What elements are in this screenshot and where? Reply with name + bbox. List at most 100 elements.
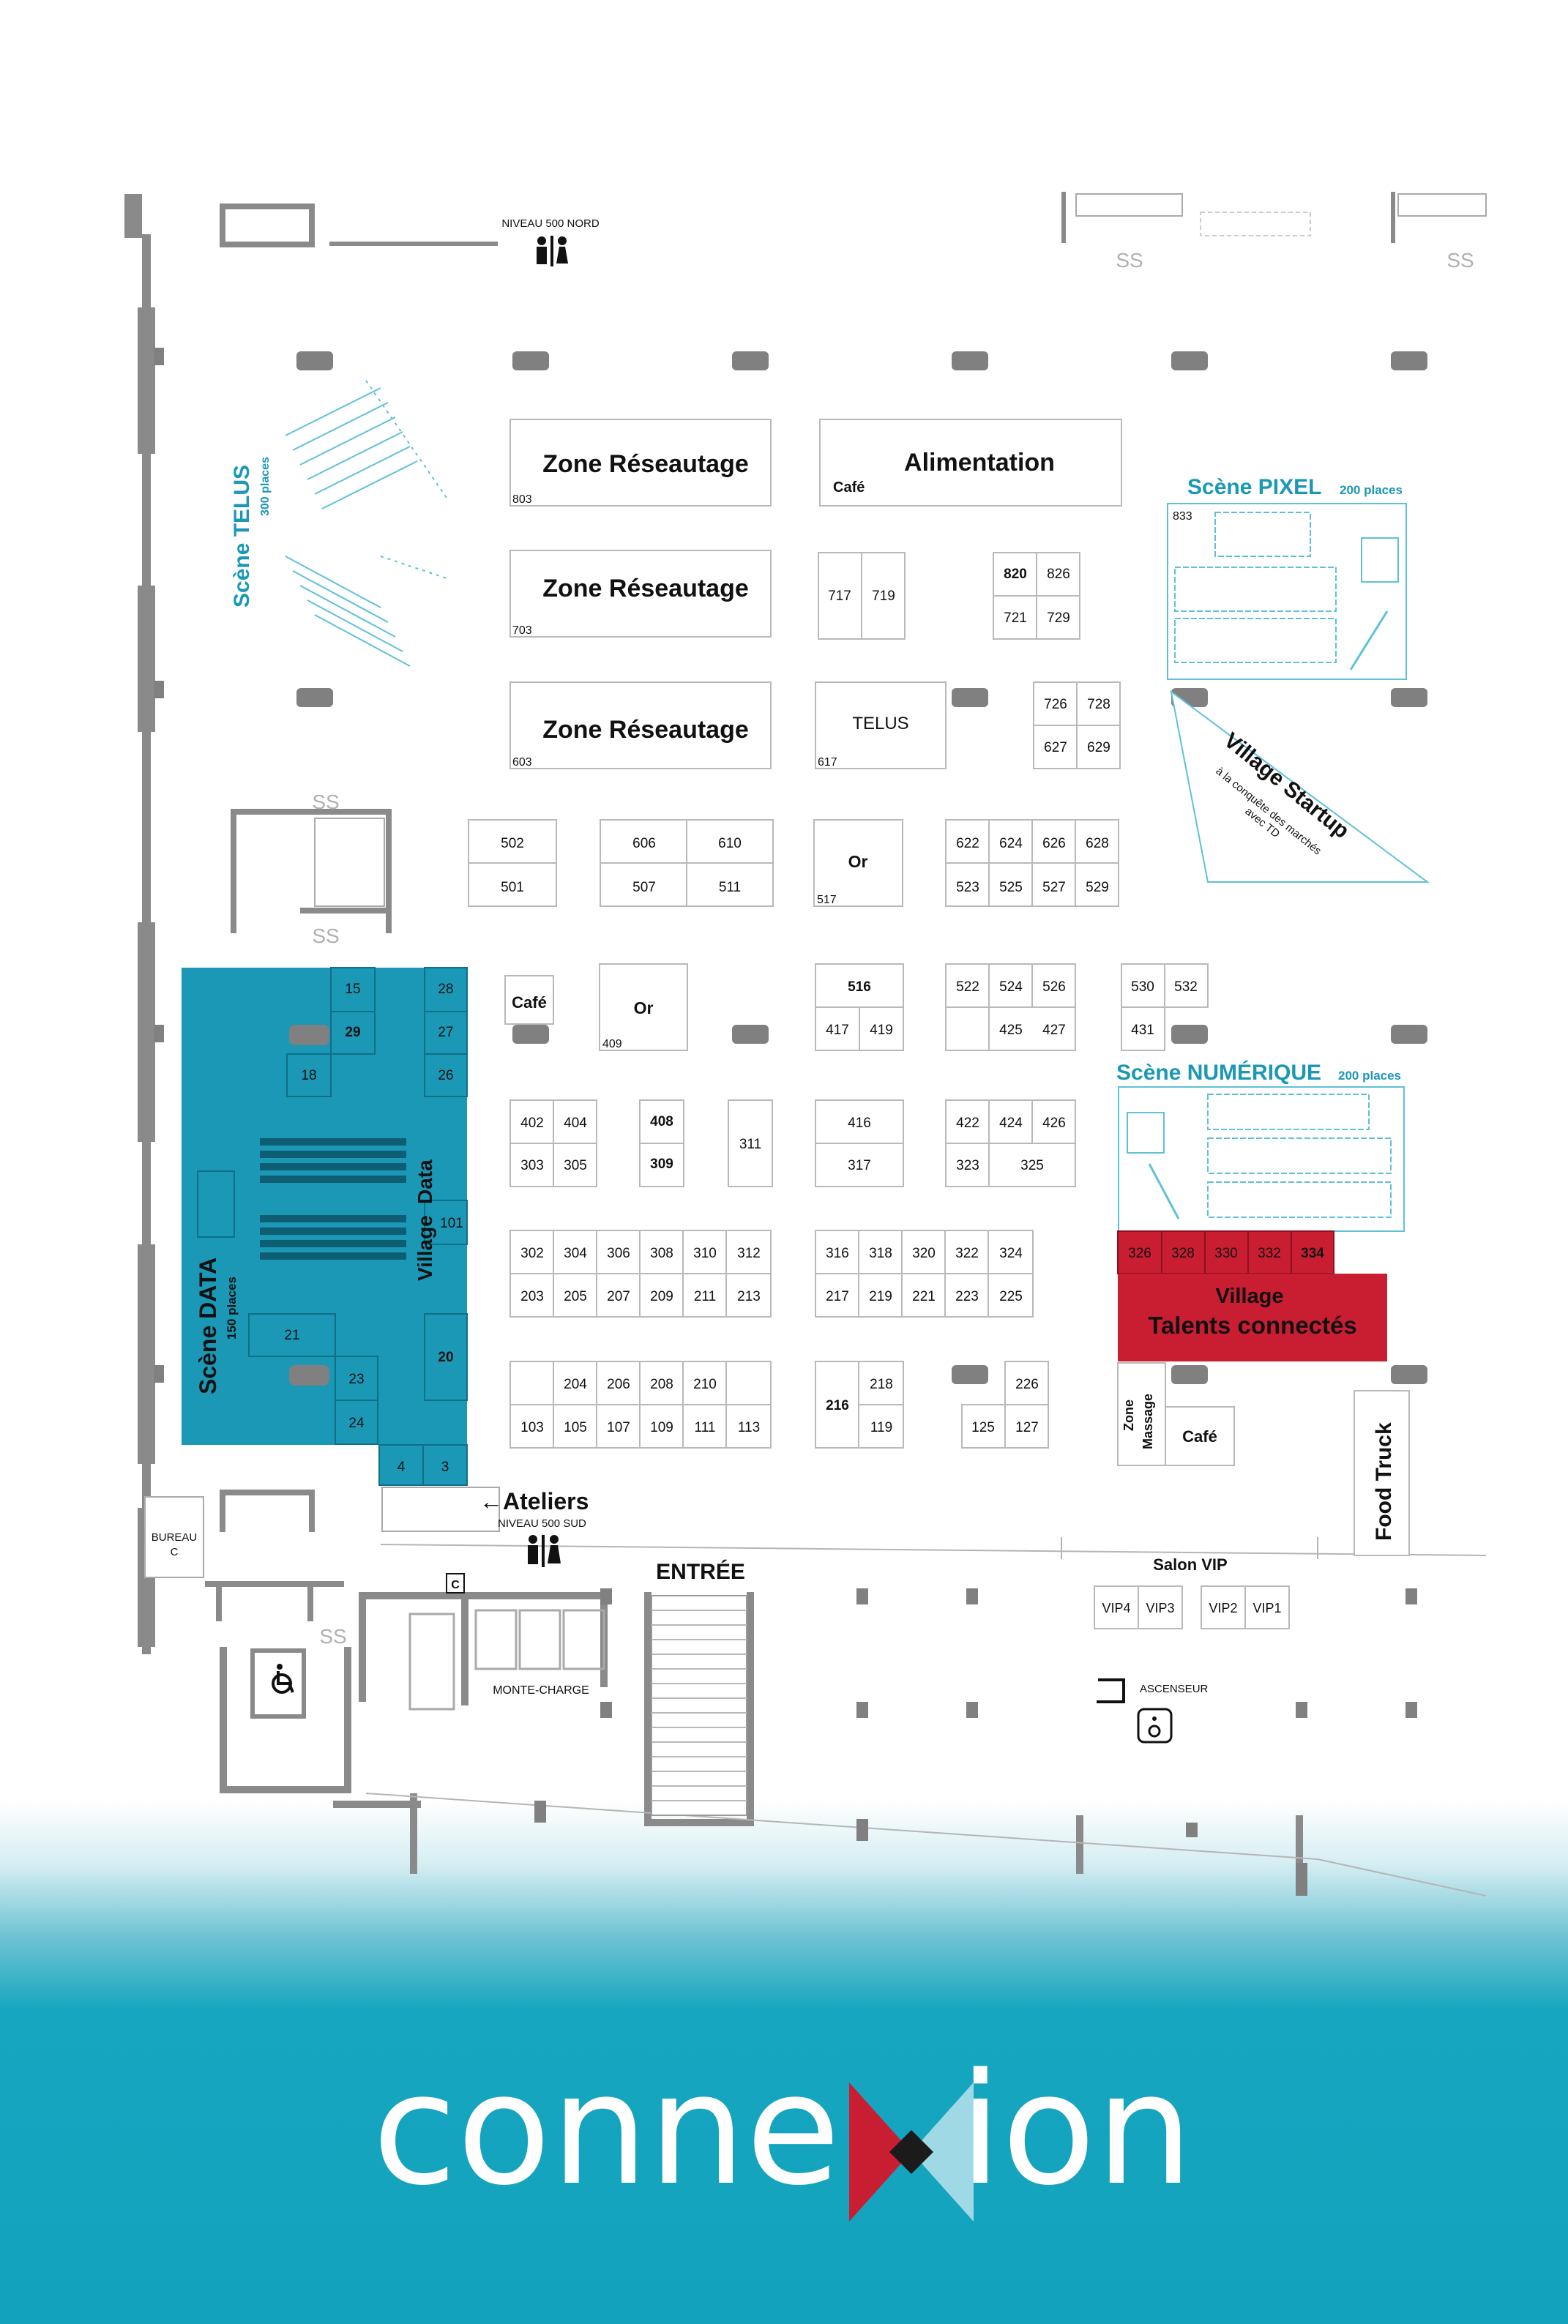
booth-305: 305 [564,1158,587,1173]
niveau-sud-label: NIVEAU 500 SUD [498,1517,586,1530]
village-startup-area[interactable] [1170,690,1430,883]
booth-3: 3 [441,1460,449,1475]
vip3-room[interactable]: VIP3 [1146,1601,1174,1615]
booth-223: 223 [955,1289,979,1304]
alimentation-area[interactable] [819,419,1122,507]
booth-334: 334 [1301,1246,1324,1261]
food-truck[interactable] [1354,1390,1410,1556]
booth-317: 317 [848,1158,871,1173]
booth-306: 306 [607,1246,630,1261]
booth-826: 826 [1047,567,1070,582]
booth-627: 627 [1044,740,1067,755]
booth-group-516 [815,963,1209,1051]
cafe-alimentation-label: Café [833,479,865,496]
booth-320: 320 [912,1246,936,1261]
booth-217: 217 [826,1289,849,1304]
booth-606: 606 [632,836,656,851]
zone-reseautage-2[interactable] [509,550,772,638]
booth-109: 109 [650,1420,673,1435]
booth-617: 617 [818,756,837,769]
booth-211: 211 [694,1289,716,1304]
scene-data-booths [197,967,468,1486]
booth-507: 507 [632,880,656,895]
scene-pixel-places: 200 places [1340,483,1403,497]
booth-20: 20 [438,1350,453,1365]
booth-717-box[interactable] [818,552,862,640]
zone-reseautage-1[interactable] [509,419,772,507]
scene-telus-places: 300 places [259,457,272,516]
booth-304: 304 [564,1246,587,1261]
scene-pixel-area[interactable] [1167,503,1407,680]
restroom-icon [537,236,568,266]
booth-610: 610 [718,836,742,851]
c-sign: C [451,1579,460,1591]
booth-516: 516 [848,979,871,995]
booth-group-402 [509,1099,1076,1187]
booth-23: 23 [348,1372,364,1387]
ateliers-label[interactable]: ←Ateliers [479,1488,589,1514]
booth-101: 101 [440,1216,463,1231]
booth-332: 332 [1258,1246,1281,1261]
booth-626: 626 [1042,836,1066,851]
booth-group-302 [509,1230,1034,1318]
scene-numerique-area[interactable] [1118,1086,1405,1232]
booth-111: 111 [695,1420,716,1435]
walls [124,192,1487,1897]
zone-reseautage-2-label: Zone Réseautage [542,575,749,602]
booth-721: 721 [1004,610,1027,626]
booth-523: 523 [956,880,979,895]
zone-reseautage-1-label: Zone Réseautage [542,450,749,478]
vip4-room[interactable]: VIP4 [1102,1601,1130,1615]
booth-29: 29 [345,1025,360,1040]
booth-719-box[interactable] [861,552,906,640]
booth-603: 603 [512,756,532,769]
booth-525: 525 [999,880,1023,895]
booth-309: 309 [650,1157,673,1172]
booth-26: 26 [438,1068,453,1083]
vip2-room[interactable]: VIP2 [1209,1601,1237,1615]
zone-massage[interactable] [1117,1362,1166,1466]
vip1-room[interactable]: VIP1 [1252,1601,1281,1615]
booth-24: 24 [348,1416,365,1431]
scene-numerique-label: Scène NUMÉRIQUE [1116,1060,1321,1085]
scene-telus-label: Scène TELUS [230,465,254,608]
booth-322: 322 [955,1246,979,1261]
booth-28: 28 [438,982,453,997]
booth-303: 303 [520,1158,544,1173]
vip-rooms [1094,1585,1290,1629]
ss-label-5: SS [319,1625,346,1648]
booth-318: 318 [869,1246,892,1261]
scene-numerique-places: 200 places [1338,1069,1401,1083]
scene-telus-seating [285,380,447,667]
bureau-c [144,1496,204,1578]
zone-reseautage-3[interactable] [509,681,772,769]
village-talents-label-1: Village [1216,1285,1284,1308]
booth-27: 27 [438,1025,453,1040]
telus-booth[interactable] [815,681,947,769]
monte-charge-label: MONTE-CHARGE [493,1684,589,1697]
scene-numerique-seating [1127,1094,1392,1219]
bureau-label-2: C [171,1546,179,1558]
or-booth-2-box[interactable] [599,963,688,1051]
cafe-booth-2[interactable] [1165,1406,1235,1466]
alimentation-label: Alimentation [904,449,1055,477]
salon-vip-label: Salon VIP [1153,1555,1227,1574]
booth-527: 527 [1042,880,1066,895]
zone-massage-label-1: Zone [1121,1400,1136,1431]
booth-404: 404 [564,1116,587,1131]
booth-221: 221 [912,1289,936,1304]
village-talents-area[interactable] [1118,1274,1387,1361]
booth-207: 207 [607,1289,630,1304]
booth-726: 726 [1044,697,1067,712]
booth-324: 324 [999,1246,1023,1261]
ascenseur-label: ASCENSEUR [1140,1683,1209,1695]
logo-x-icon [849,2082,974,2222]
booth-311: 311 [739,1137,761,1152]
booth-529: 529 [1086,880,1109,895]
cafe-booth-1[interactable] [504,975,554,1025]
booth-717: 717 [828,589,851,604]
booth-310: 310 [693,1246,717,1261]
booth-526: 526 [1042,979,1066,995]
booth-833: 833 [1173,510,1192,523]
